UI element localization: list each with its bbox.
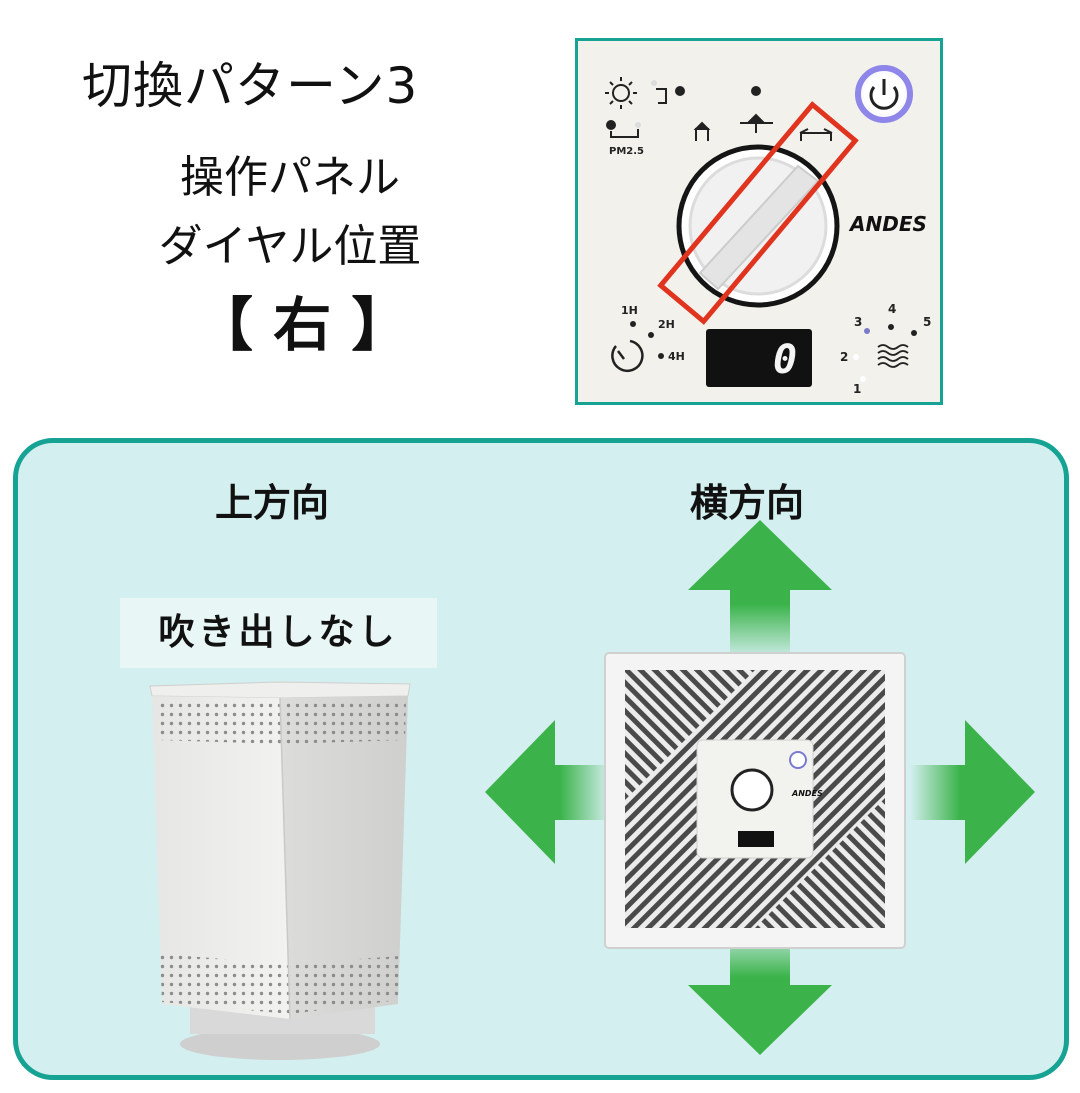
label-sideways: 横方向 xyxy=(690,481,805,525)
digital-display xyxy=(706,329,812,387)
bulb-icon xyxy=(656,86,685,104)
pm25-icon xyxy=(606,120,641,138)
dial-knob xyxy=(676,144,840,308)
control-panel-drawing: PM2.5 xyxy=(605,65,931,396)
pm25-label: PM2.5 xyxy=(609,146,644,157)
airflow-up-icon xyxy=(693,121,711,141)
subtitle-dial-position: ダイヤル位置 xyxy=(158,221,422,272)
arrow-down-icon xyxy=(688,925,832,1055)
fan-level-4: 4 xyxy=(888,302,896,316)
timer-icon xyxy=(611,339,644,373)
airflow-both-icon xyxy=(740,113,773,133)
control-panel-photo: PM2.5 xyxy=(575,38,943,405)
timer-1h-label: 1H xyxy=(621,304,638,317)
timer-4h-label: 4H xyxy=(668,350,685,363)
arrow-up-icon xyxy=(688,520,832,660)
sun-icon xyxy=(605,77,637,109)
dial-position-value: 【 右 】 xyxy=(195,291,410,359)
no-blow-label: 吹き出しなし xyxy=(120,598,437,668)
display-value: 0 xyxy=(773,337,797,383)
arrow-right-icon xyxy=(910,720,1035,864)
label-upward: 上方向 xyxy=(215,481,330,525)
subtitle-operation-panel: 操作パネル xyxy=(180,152,400,203)
fan-level-1: 1 xyxy=(853,382,861,396)
airflow-side-icon xyxy=(799,128,833,141)
fan-level-5: 5 xyxy=(923,315,931,329)
dial-highlight-box xyxy=(657,101,859,325)
position-dot-icon xyxy=(751,86,761,96)
air-purifier-tower-image xyxy=(149,681,411,1060)
fan-level-3: 3 xyxy=(854,315,862,329)
vent-brand-logo: ANDES xyxy=(791,789,823,798)
fan-level-2: 2 xyxy=(840,350,848,364)
page-title: 切換パターン3 xyxy=(82,57,419,115)
brand-logo: ANDES xyxy=(848,212,927,236)
power-button-icon xyxy=(855,65,913,123)
ceiling-vent-with-arrows: ANDES xyxy=(485,520,1035,1055)
fan-wave-icon xyxy=(877,344,909,368)
arrow-left-icon xyxy=(485,720,610,864)
timer-2h-label: 2H xyxy=(658,318,675,331)
